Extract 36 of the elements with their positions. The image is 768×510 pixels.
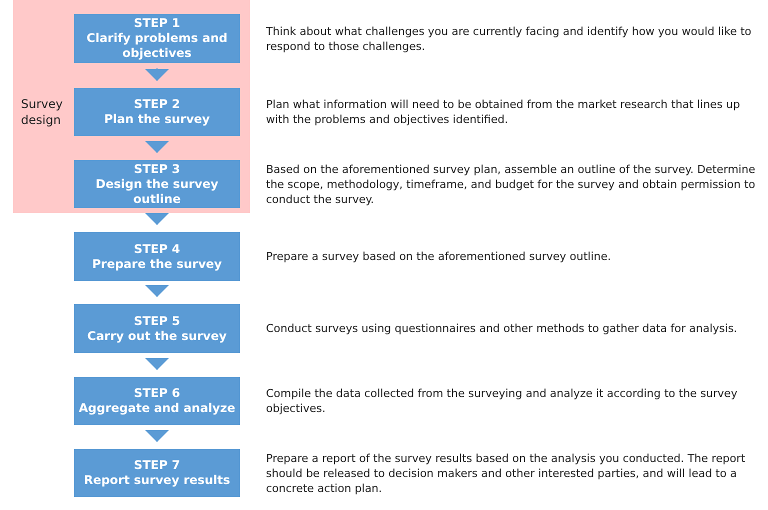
step-box <box>74 88 240 136</box>
step-title: Carry out the survey <box>86 328 228 344</box>
step-description: Conduct surveys using questionnaires and other methods to gather data for analysis. <box>266 321 738 336</box>
chevron-arrow <box>145 140 169 154</box>
step-box <box>74 232 240 281</box>
group-label: Survey design <box>21 96 64 128</box>
chevron-arrow <box>145 430 169 442</box>
group-band <box>13 0 250 213</box>
step-title: Clarify problems and objectives <box>86 31 228 61</box>
step-title: Plan the survey <box>103 112 211 127</box>
step-number: STEP 2 <box>132 97 182 112</box>
step-number: STEP 7 <box>132 458 182 473</box>
step-number: STEP 4 <box>132 242 182 256</box>
step-description: Prepare a report of the survey results based on the analysis you conducted. The report should be released to decision makers and other interested parties, and will lead to a concrete action plan. <box>266 450 746 496</box>
step-title: Design the survey outline <box>94 176 220 206</box>
chevron-arrow <box>145 358 169 370</box>
step-description: Based on the aforementioned survey plan, assemble an outline of the survey. Determine the scope, methodology, timeframe, and budget for the survey and obtain permission to conduct the survey. <box>266 162 756 206</box>
step-title: Prepare the survey <box>91 256 223 272</box>
step-number: STEP 1 <box>132 16 182 31</box>
step-box <box>74 160 240 208</box>
chevron-arrow <box>145 285 169 298</box>
step-box <box>74 377 240 425</box>
step-description: Plan what information will need to be obtained from the market research that lines up with the problems and objectives identified. <box>266 97 742 127</box>
chevron-arrow <box>145 68 169 82</box>
step-number: STEP 6 <box>132 386 182 401</box>
chevron-arrow <box>145 212 169 226</box>
step-description: Compile the data collected from the surveying and analyze it according to the survey objectives. <box>266 386 738 416</box>
step-number: STEP 5 <box>132 314 182 328</box>
step-title: Report survey results <box>82 473 232 488</box>
step-box <box>74 449 240 497</box>
step-title: Aggregate and analyze <box>78 401 236 416</box>
step-description: Prepare a survey based on the aforementioned survey outline. <box>266 249 612 264</box>
step-box <box>74 14 240 63</box>
step-box <box>74 304 240 353</box>
step-description: Think about what challenges you are currently facing and identify how you would like to respond to those challenges. <box>266 24 752 54</box>
step-number: STEP 3 <box>132 162 182 176</box>
